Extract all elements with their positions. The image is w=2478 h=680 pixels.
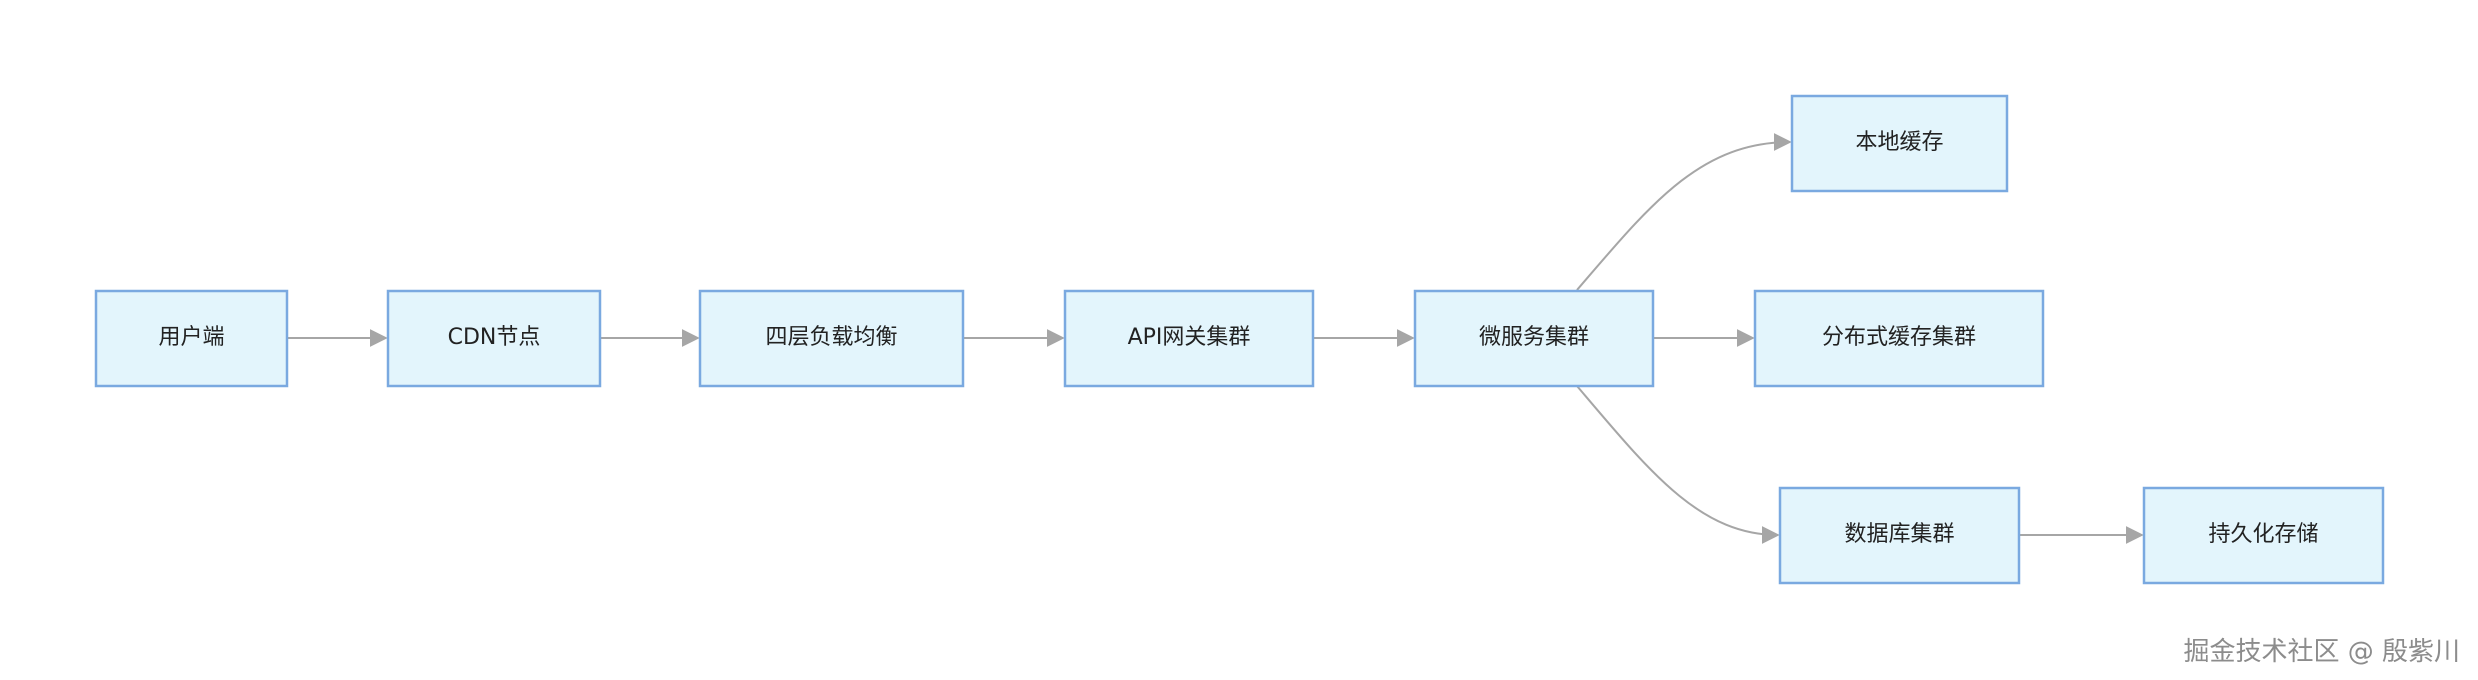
node-label: 分布式缓存集群 [1822, 325, 1976, 350]
node-label: CDN节点 [448, 325, 541, 350]
node-database: 数据库集群 [1778, 486, 2021, 585]
edge-micro-db [1576, 385, 1780, 544]
node-label: 微服务集群 [1479, 325, 1589, 350]
node-persistent-storage: 持久化存储 [2142, 486, 2385, 585]
node-distributed-cache: 分布式缓存集群 [1753, 289, 2045, 388]
node-label: 数据库集群 [1844, 522, 1954, 547]
node-label: API网关集群 [1128, 325, 1251, 350]
node-label: 用户端 [158, 325, 224, 350]
node-local-cache: 本地缓存 [1790, 94, 2009, 193]
watermark: 掘金技术社区 @ 殷紫川 [2183, 637, 2460, 667]
node-l4lb: 四层负载均衡 [698, 289, 965, 388]
edges [287, 133, 2144, 544]
node-microservices: 微服务集群 [1413, 289, 1655, 388]
node-client: 用户端 [94, 289, 289, 388]
node-cdn: CDN节点 [386, 289, 602, 388]
node-label: 四层负载均衡 [765, 325, 897, 350]
edge-micro-localcache [1576, 133, 1792, 291]
node-gateway: API网关集群 [1063, 289, 1315, 388]
node-label: 本地缓存 [1855, 130, 1943, 155]
node-label: 持久化存储 [2208, 522, 2318, 547]
